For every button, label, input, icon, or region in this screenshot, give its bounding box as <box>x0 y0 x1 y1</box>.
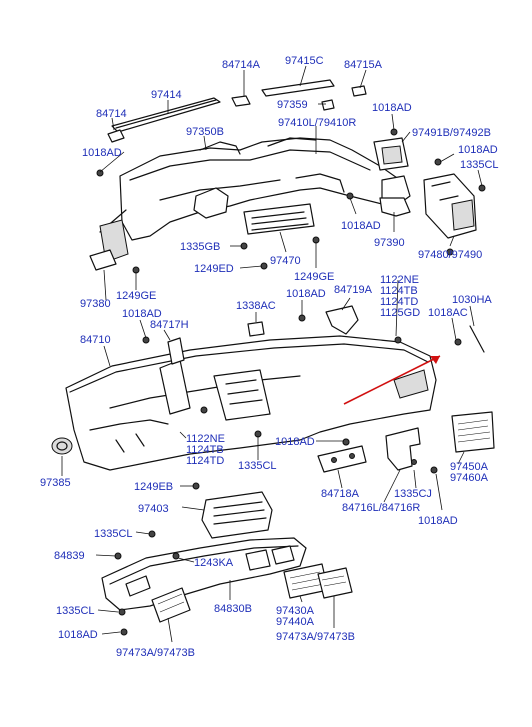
clip-84714 <box>107 129 125 143</box>
label-84716L: 84716L/84716R <box>342 502 420 514</box>
label-1124TB-right: 1124TB <box>380 285 418 297</box>
label-1243KA: 1243KA <box>194 557 234 569</box>
bracket-84719A <box>325 305 359 335</box>
bracket-84717H <box>167 337 185 365</box>
label-1030HA: 1030HA <box>452 294 492 306</box>
label-97359: 97359 <box>277 99 308 111</box>
bracket-84716L <box>385 427 421 471</box>
label-97350B: 97350B <box>186 126 224 138</box>
label-84714A: 84714A <box>222 59 261 71</box>
label-1335CJ: 1335CJ <box>394 488 432 500</box>
label-84839: 84839 <box>54 550 85 562</box>
reference-arrow <box>343 355 441 405</box>
strip-97415C <box>261 79 335 97</box>
label-84715A: 84715A <box>344 59 383 71</box>
label-1018AD-top1: 1018AD <box>372 102 412 114</box>
label-97460A: 97460A <box>450 472 489 484</box>
label-84719A: 84719A <box>334 284 373 296</box>
clip-84714A <box>231 95 251 107</box>
label-97410L: 97410L/79410R <box>278 117 356 129</box>
label-1335CL-bottom1: 1335CL <box>94 528 133 540</box>
label-84714: 84714 <box>96 108 127 120</box>
trim-strip-97414 <box>111 97 221 133</box>
label-97450A: 97450A <box>450 461 489 473</box>
duct-outlet-97470 <box>243 203 315 235</box>
label-97414: 97414 <box>151 89 182 101</box>
label-84718A: 84718A <box>321 488 360 500</box>
label-97415C: 97415C <box>285 55 324 67</box>
bolt-1338AC <box>247 321 265 337</box>
label-84710: 84710 <box>80 334 111 346</box>
vent-97473A-right <box>317 567 353 599</box>
bezel-84830B <box>101 537 307 611</box>
label-97480: 97480/97490 <box>418 249 482 261</box>
label-1018AD-top2: 1018AD <box>458 144 498 156</box>
label-1124TD-bottom: 1124TD <box>186 455 224 467</box>
label-1249GE-left: 1249GE <box>116 290 156 302</box>
fasteners-lower-right <box>342 438 438 474</box>
label-1018AD-bottom: 1018AD <box>58 629 98 641</box>
label-97390: 97390 <box>374 237 405 249</box>
label-97385: 97385 <box>40 477 71 489</box>
label-97473A-left: 97473A/97473B <box>116 647 195 659</box>
label-1018AD-right3: 1018AD <box>418 515 458 527</box>
clip-97359 <box>321 99 335 111</box>
center-vent-97403 <box>192 482 273 539</box>
label-1018AD-left1: 1018AD <box>82 147 122 159</box>
vent-97473A-left <box>151 587 191 623</box>
label-1335CL-bottom2: 1335CL <box>56 605 95 617</box>
label-97473A-right: 97473A/97473B <box>276 631 355 643</box>
vent-97450A <box>451 411 495 453</box>
label-1249EB: 1249EB <box>134 481 173 493</box>
label-1124TD-right: 1124TD <box>380 296 418 308</box>
label-1335CL-right1: 1335CL <box>460 159 499 171</box>
label-97380: 97380 <box>80 298 111 310</box>
leader-lines <box>61 65 483 643</box>
label-1335GB: 1335GB <box>180 241 220 253</box>
clip-84715A <box>351 85 367 97</box>
label-1125GD-right: 1125GD <box>380 307 420 319</box>
side-vent-97480 <box>423 173 477 239</box>
label-97440A: 97440A <box>276 616 315 628</box>
label-1249GE-center: 1249GE <box>294 271 334 283</box>
label-84830B: 84830B <box>214 603 252 615</box>
label-1124TB-bottom: 1124TB <box>186 444 224 456</box>
grommet-97385 <box>51 437 73 455</box>
label-97491B: 97491B/97492B <box>412 127 491 139</box>
label-1018AD-center2: 1018AD <box>286 288 326 300</box>
label-1335CL-middle: 1335CL <box>238 460 277 472</box>
label-1018AD-middle: 1018AD <box>275 436 315 448</box>
label-97470: 97470 <box>270 255 301 267</box>
duct-assembly-97350B <box>89 137 411 271</box>
label-1018AD-left2: 1018AD <box>122 308 162 320</box>
label-1122NE-bottom: 1122NE <box>186 433 225 445</box>
label-97403: 97403 <box>138 503 169 515</box>
label-1249ED: 1249ED <box>194 263 234 275</box>
label-1338AC: 1338AC <box>236 300 276 312</box>
bolt-1030HA <box>454 325 485 353</box>
part-labels: 84714A 97415C 84715A 97414 97359 1018AD … <box>40 55 499 659</box>
side-vent-97491B <box>373 137 409 171</box>
label-97430A: 97430A <box>276 605 315 617</box>
bracket-84718A <box>317 445 367 473</box>
label-84717H: 84717H <box>150 319 189 331</box>
label-1018AC: 1018AC <box>428 307 468 319</box>
dash-panel-84710 <box>65 335 437 471</box>
label-1122NE-right: 1122NE <box>380 274 419 286</box>
label-1018AD-center1: 1018AD <box>341 220 381 232</box>
